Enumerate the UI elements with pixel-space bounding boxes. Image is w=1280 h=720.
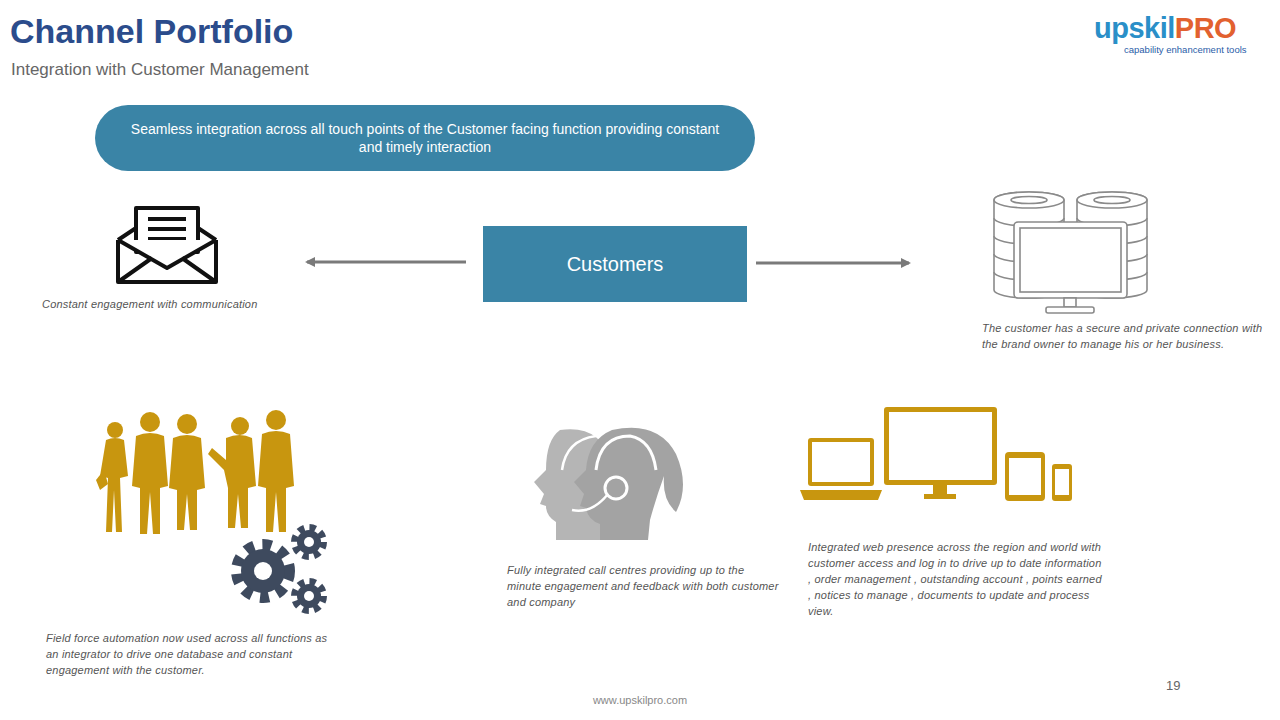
banner-pill: Seamless integration across all touch po… (95, 105, 755, 171)
page-title: Channel Portfolio (10, 12, 293, 51)
people-silhouettes (96, 410, 294, 534)
logo-pro: PRO (1175, 12, 1236, 45)
gears (237, 528, 323, 610)
envelope-icon (118, 208, 216, 282)
website: www.upskilpro.com (560, 694, 720, 706)
customers-box: Customers (483, 226, 747, 302)
call-centre-heads (534, 428, 683, 540)
field-force-caption: Field force automation now used across a… (46, 630, 338, 678)
node-text: Customers (567, 252, 664, 276)
arrow-left (307, 261, 466, 264)
database-icon (994, 192, 1147, 313)
email-caption: Constant engagement with communication (42, 296, 292, 312)
call-centre-caption: Fully integrated call centres providing … (507, 562, 779, 610)
devices (800, 407, 1072, 501)
database-caption: The customer has a secure and private co… (982, 320, 1274, 352)
node-text: Seamless integration across all touch po… (125, 120, 725, 156)
web-presence-caption: Integrated web presence across the regio… (808, 539, 1106, 619)
logo-upskil: upskil (1094, 12, 1175, 45)
logo-tagline: capability enhancement tools (1124, 44, 1247, 55)
page-number: 19 (1166, 678, 1180, 693)
arrow-right (756, 262, 909, 265)
subtitle: Integration with Customer Management (11, 60, 309, 80)
